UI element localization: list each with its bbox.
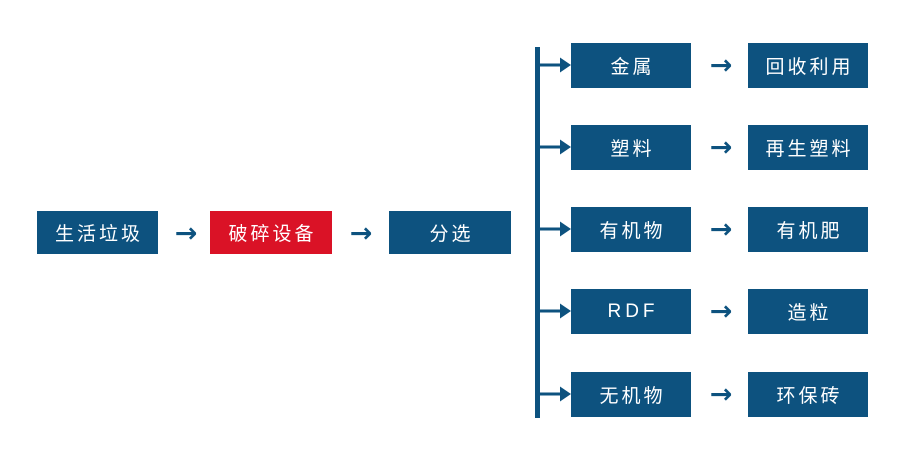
branch-arrow-inorganic-icon [536, 382, 572, 406]
arrow-plastic-to-regenerated: → [709, 132, 733, 163]
node-product-recycling[interactable]: 回收利用 [748, 43, 868, 88]
arrow-organic-to-fertilizer: → [709, 214, 733, 245]
branch-arrow-plastic-icon [536, 135, 572, 159]
branch-arrow-metal-icon [536, 53, 572, 77]
node-fraction-organic[interactable]: 有机物 [571, 207, 691, 252]
node-household-waste[interactable]: 生活垃圾 [37, 211, 158, 254]
arrow-metal-to-recycle: → [709, 50, 733, 81]
node-fraction-inorganic[interactable]: 无机物 [571, 372, 691, 417]
node-fraction-rdf[interactable]: RDF [571, 289, 691, 334]
node-product-regenerated-plastic[interactable]: 再生塑料 [748, 125, 868, 170]
node-product-eco-brick[interactable]: 环保砖 [748, 372, 868, 417]
arrow-inorganic-to-ecobrick: → [709, 379, 733, 410]
node-fraction-metal[interactable]: 金属 [571, 43, 691, 88]
arrow-crusher-to-sorting: → [349, 218, 373, 249]
node-product-pelletizing[interactable]: 造粒 [748, 289, 868, 334]
arrow-rdf-to-pelletizing: → [709, 296, 733, 327]
arrow-waste-to-crusher: → [174, 218, 198, 249]
node-sorting[interactable]: 分选 [389, 211, 511, 254]
node-crushing-equipment[interactable]: 破碎设备 [210, 211, 332, 254]
node-product-organic-fertilizer[interactable]: 有机肥 [748, 207, 868, 252]
node-fraction-plastic[interactable]: 塑料 [571, 125, 691, 170]
branch-arrow-rdf-icon [536, 299, 572, 323]
splitter-bus-line [535, 47, 540, 418]
branch-arrow-organic-icon [536, 217, 572, 241]
